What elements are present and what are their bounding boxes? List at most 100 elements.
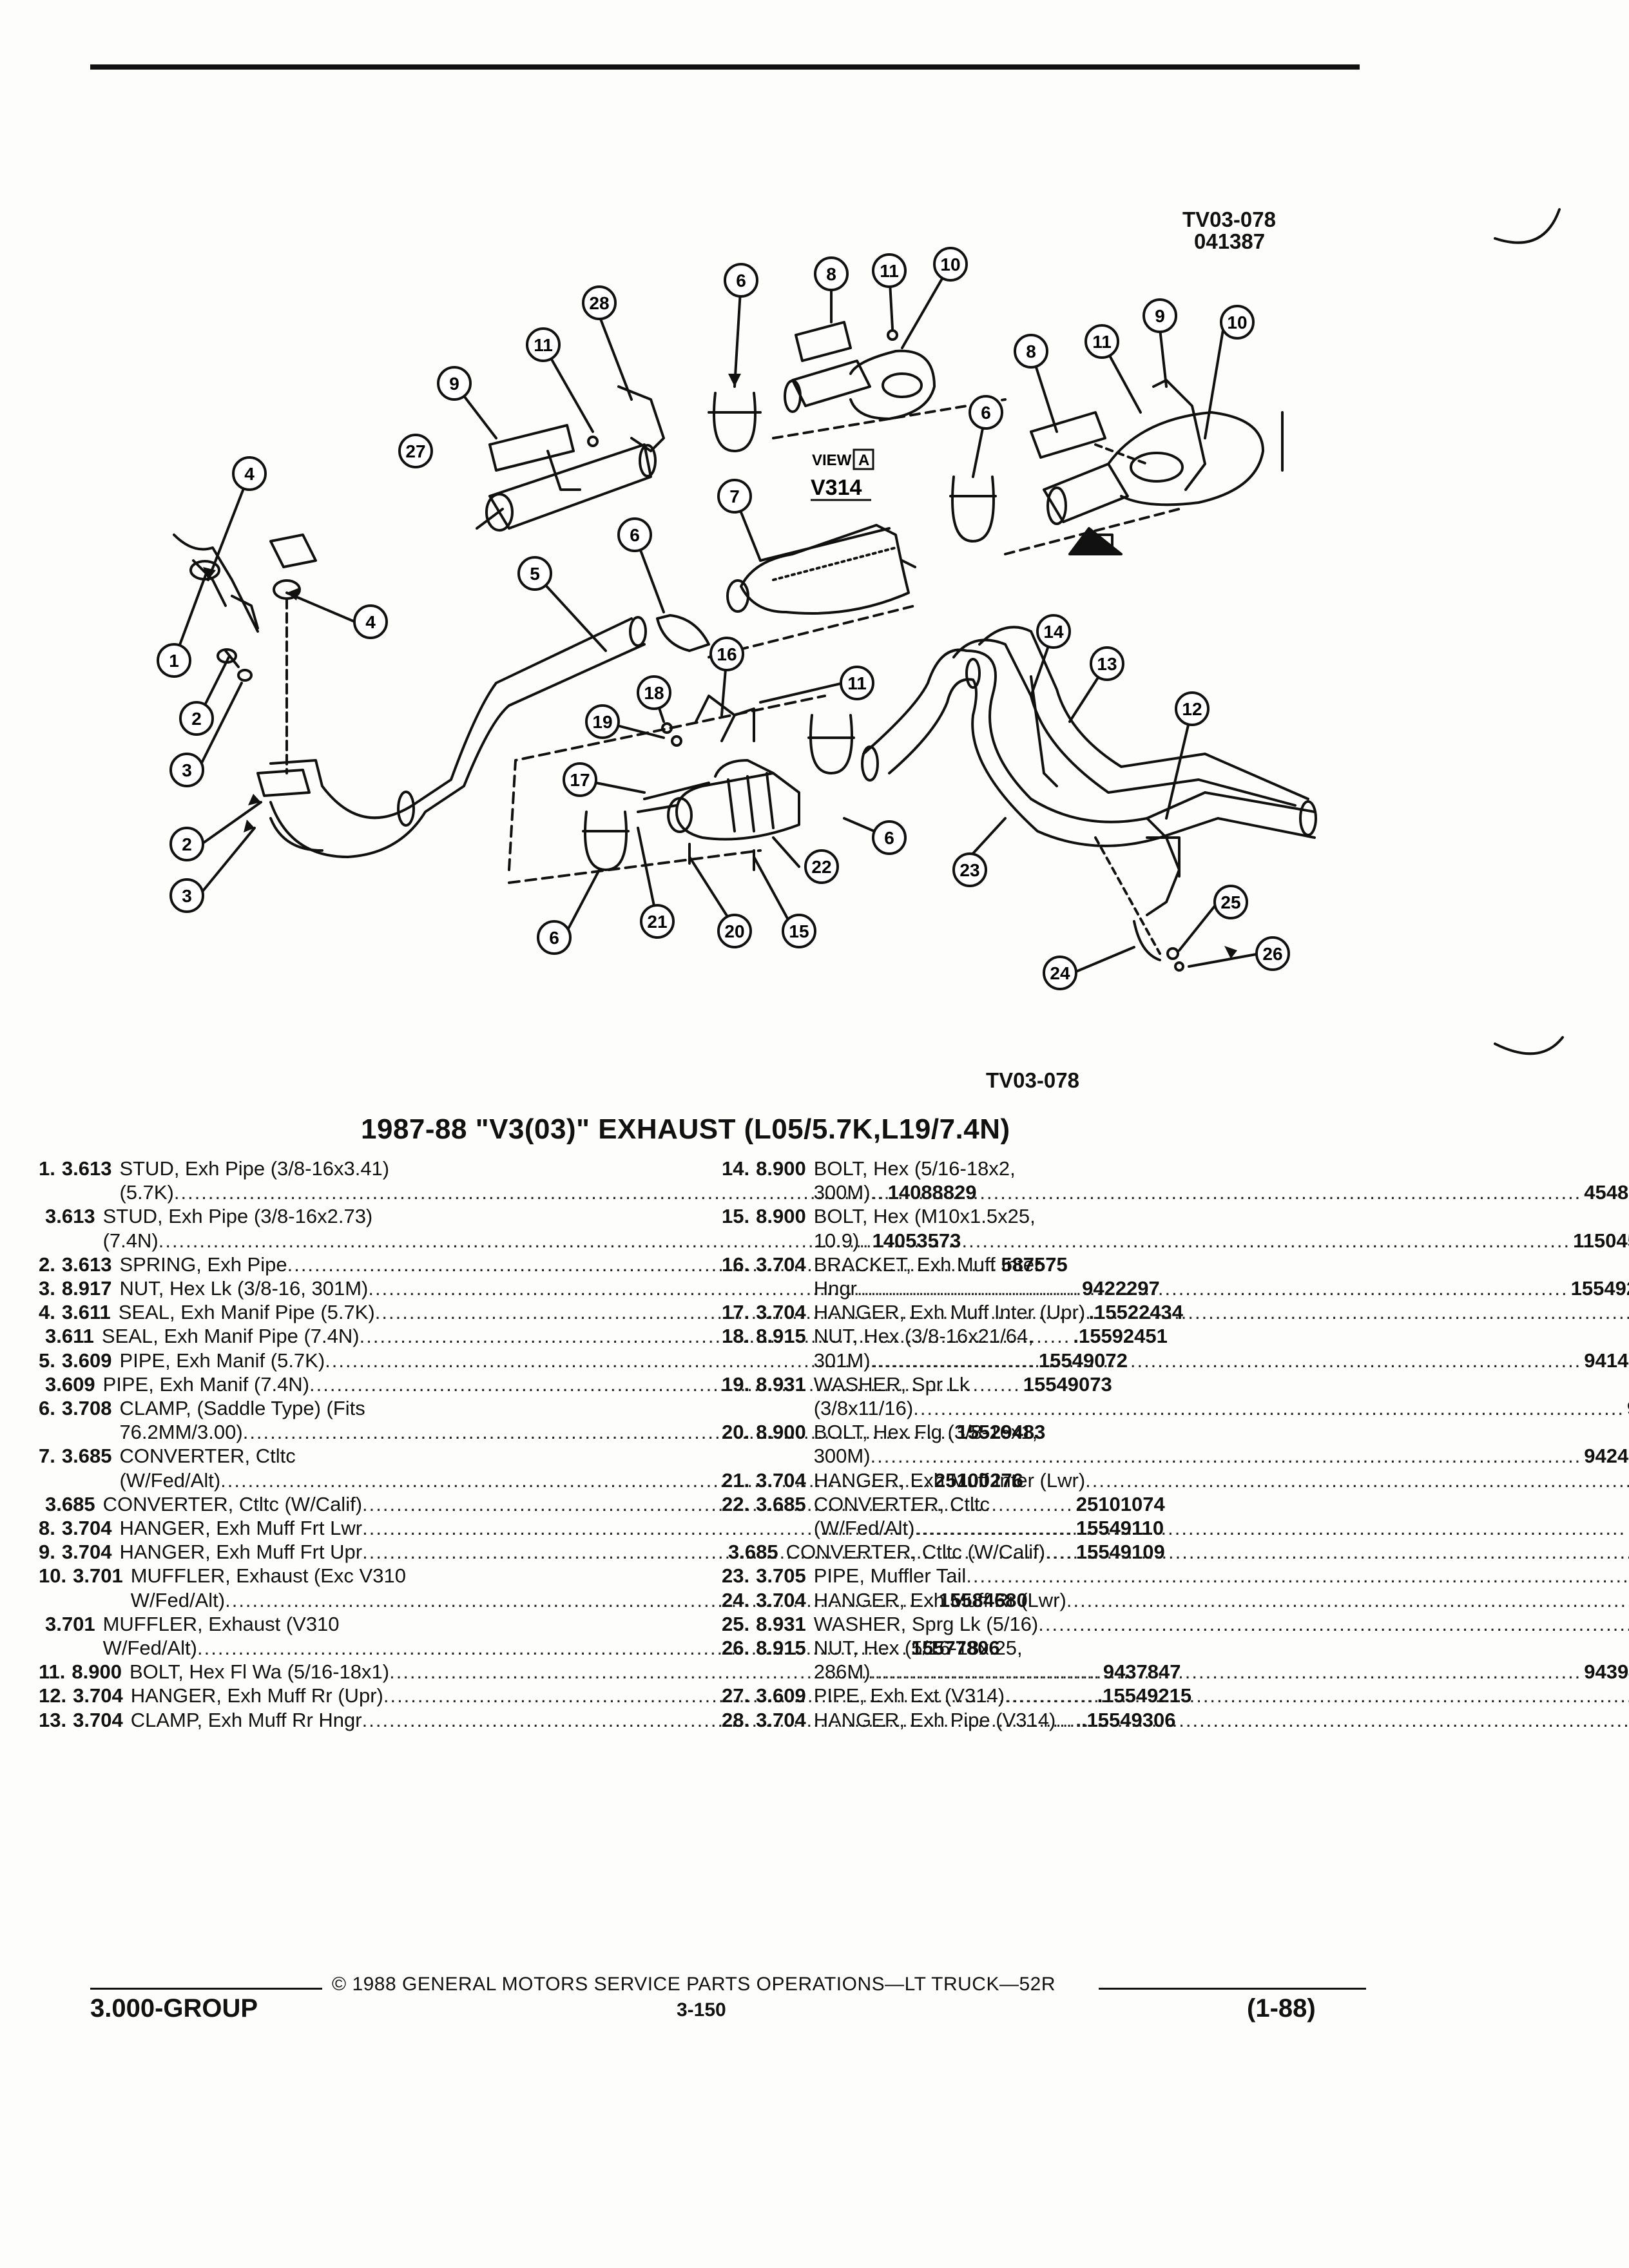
part-number-index: 19. — [722, 1372, 750, 1396]
leader-dots — [1038, 1612, 1629, 1636]
part-catalog-number: 454874 — [1584, 1181, 1629, 1204]
part-group-code: 3.609 — [756, 1684, 806, 1707]
part-catalog-number: 15549073 — [1023, 1372, 1112, 1396]
callout-number: 22 — [811, 857, 831, 877]
part-description-line2: (5.7K) — [119, 1181, 174, 1204]
part-description-line2: HANGER, Exh Muff Frt Lwr — [119, 1517, 363, 1540]
part-group-code: 3.609 — [61, 1349, 112, 1372]
callout-number: 20 — [724, 921, 744, 941]
part-description-line2: HANGER, Exh Muff Frt Upr — [119, 1541, 363, 1564]
callout-circle — [353, 604, 388, 639]
leader-dots — [1055, 1708, 1629, 1732]
callout-number: 2 — [182, 834, 192, 854]
callout-number: 10 — [940, 255, 960, 274]
leader-dots — [966, 1564, 1629, 1588]
diagram-code-bottom: TV03-078 — [986, 1068, 1079, 1092]
part-group-code: 8.915 — [756, 1325, 806, 1348]
view-label: VIEW — [812, 452, 852, 469]
part-group-code: 3.704 — [756, 1588, 806, 1611]
part-number-index: 5. — [39, 1349, 55, 1372]
part-description: HANGER, Exh Muff Inter (Upr)15549185 — [814, 1300, 1629, 1324]
callout-number: 3 — [182, 886, 192, 906]
part-description-line1: BOLT, Hex Flg (3/8-16x1, — [813, 1421, 1038, 1444]
leader-dots — [871, 1180, 1582, 1204]
part-group-code: 3.685 — [45, 1492, 95, 1515]
part-description-line2: W/Fed/Alt) — [130, 1588, 226, 1611]
page-title: 1987-88 "V3(03)" EXHAUST (L05/5.7K,L19/7… — [361, 1113, 1010, 1145]
diagram-date-code: 041387 — [1194, 229, 1266, 253]
part-description-line2: (W/Fed/Alt) — [119, 1468, 221, 1492]
part-number-index: 15. — [722, 1205, 750, 1228]
part-description-line2: SEAL, Exh Manif Pipe (7.4N) — [101, 1325, 360, 1348]
callout-circle — [563, 762, 597, 797]
part-description: PIPE, Exh Ext (V314)15549071 — [814, 1684, 1629, 1707]
callout-circle — [398, 434, 433, 468]
part-description-line2: (7.4N) — [102, 1229, 159, 1252]
callout-circle — [814, 256, 849, 291]
part-number-index: 28. — [722, 1708, 750, 1731]
part-number-index: 7. — [39, 1445, 55, 1468]
callout-number: 3 — [182, 760, 192, 780]
part-group-code: 3.611 — [61, 1301, 111, 1324]
callout-number: 4 — [244, 464, 255, 484]
part-description-line2: 286M) — [813, 1660, 871, 1684]
callout-number: 24 — [1050, 963, 1070, 983]
footer-copyright: © 1988 GENERAL MOTORS SERVICE PARTS OPER… — [332, 1974, 1056, 1995]
part-description-line1: CONVERTER, Ctltc — [813, 1492, 990, 1515]
diagram-code: TV03-078 — [1182, 207, 1276, 231]
part-description: CONVERTER, Ctltc(W/Fed/Alt)25100463 — [814, 1492, 1629, 1540]
part-description-line2: HANGER, Exh Muff Rr (Upr) — [130, 1684, 383, 1707]
exhaust-diagram: VIEW A V314 1234567891011121314151617181… — [157, 208, 1564, 1055]
part-description-line2: 300M) — [813, 1181, 871, 1204]
leader-dots — [857, 1276, 1568, 1300]
part-row: 3.613 STUD, Exh Pipe (3/8-16x2.73)(7.4N) 1… — [39, 1204, 961, 1252]
part-description-line2: 300M) — [813, 1445, 871, 1468]
callout-number: 21 — [647, 912, 667, 932]
part-group-code: 3.613 — [45, 1205, 95, 1228]
leader-dots — [1066, 1588, 1629, 1612]
part-number-index: 6. — [39, 1397, 55, 1420]
callout-circle — [517, 556, 552, 591]
part-description: CONVERTER, Ctltc (W/Calif)25100464 — [786, 1540, 1629, 1564]
part-number-index: 18. — [722, 1325, 750, 1348]
callout-circle — [585, 704, 620, 739]
callout-number: 12 — [1182, 699, 1202, 719]
callout-circle — [952, 852, 987, 887]
callout-number: 13 — [1097, 654, 1117, 674]
callout-circle — [969, 395, 1003, 430]
part-description: WASHER, Sprg Lk (5/16)9439511 — [814, 1612, 1629, 1636]
part-description: BOLT, Hex Flg (3/8-16x1,300M) 9424320 — [814, 1420, 1629, 1468]
leader-dots — [871, 1444, 1582, 1468]
callout-circle — [617, 517, 652, 552]
part-description-line2: CONVERTER, Ctltc (W/Calif) — [102, 1492, 363, 1515]
part-catalog-number: 9424320 — [1584, 1445, 1629, 1468]
part-description-line1: NUT, Hex (3/8-16x21/64, — [813, 1325, 1034, 1348]
part-group-code: 3.704 — [756, 1708, 806, 1731]
callout-number: 17 — [570, 770, 590, 790]
leader-dots — [1005, 1684, 1629, 1707]
part-group-code: 3.701 — [45, 1612, 95, 1635]
part-description: BOLT, Hex (5/16-18x2,300M)454874 — [814, 1157, 1629, 1204]
callout-circle — [804, 849, 839, 884]
part-description: WASHER, Spr Lk(3/8x11/16)9439512 — [814, 1372, 1629, 1420]
part-description-line1: BRACKET, Exh Muff Inter — [813, 1253, 1041, 1276]
callout-circle — [717, 479, 752, 514]
part-description-line1: WASHER, Spr Lk — [813, 1372, 970, 1396]
part-catalog-number: 15549210 — [1570, 1277, 1629, 1300]
part-number-index: 11. — [39, 1660, 66, 1684]
part-description-line1: CLAMP, (Saddle Type) (Fits — [119, 1397, 365, 1420]
part-description-line1: STUD, Exh Pipe (3/8-16x2.73) — [102, 1205, 373, 1228]
callout-circle — [232, 456, 267, 491]
